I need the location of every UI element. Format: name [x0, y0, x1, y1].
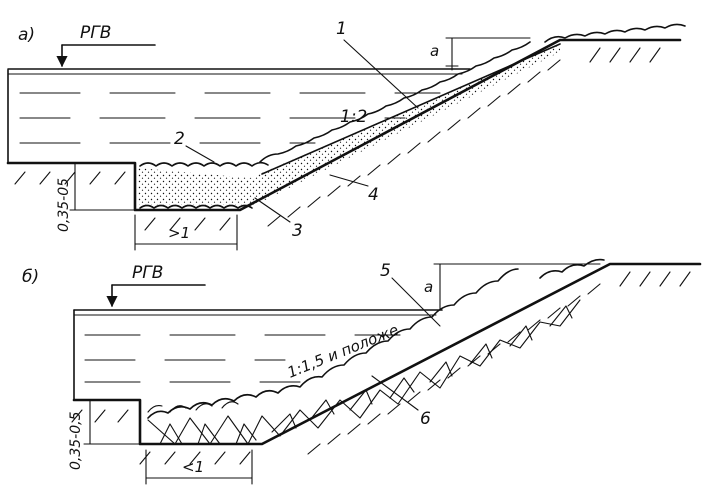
- stone-revetment-a: [139, 23, 686, 209]
- water-body-b: [73, 309, 443, 401]
- callout-leader-6: [371, 375, 419, 411]
- toe-depth-label-b: 0,35-0,5: [68, 411, 84, 470]
- toe-depth-dim-a: 0,35-05: [56, 162, 136, 232]
- crest-stones: [539, 258, 605, 279]
- callout-leader-1: [343, 39, 419, 109]
- diagram-a: а) РГВ a: [6, 19, 686, 251]
- ground-hatching-a: [14, 47, 661, 231]
- water-level-marker-a: РГВ: [56, 23, 156, 68]
- filter-layer-a: [138, 45, 560, 205]
- toe-width-label-b: <1: [182, 458, 204, 476]
- toe-width-label-a: >1: [168, 224, 190, 242]
- ground-b: [71, 262, 702, 465]
- callouts-b: 5 6: [371, 261, 441, 429]
- callout-leader-3: [254, 197, 291, 223]
- water-level-marker-b: РГВ: [106, 263, 206, 308]
- toe-width-dim-b: <1: [145, 449, 253, 485]
- slope-stones-top: [147, 268, 519, 419]
- crushed-stone-zigzag-2: [159, 305, 573, 445]
- crushed-stone-layer-b: [147, 299, 581, 445]
- ground-profile-b: [72, 262, 702, 446]
- callout-leader-4: [329, 174, 369, 187]
- callout-6: 6: [420, 409, 431, 429]
- callout-2: 2: [174, 129, 185, 149]
- slope-label-a: 1:2: [340, 107, 367, 127]
- freeboard-dim-b: a: [424, 263, 601, 311]
- callouts-a: 1 2 3 4: [174, 19, 419, 241]
- callout-4: 4: [368, 185, 379, 205]
- panel-label-a: а): [18, 25, 35, 45]
- toe-width-dim-a: >1: [134, 214, 238, 251]
- callout-1: 1: [336, 19, 347, 39]
- panel-label-b: б): [22, 267, 39, 287]
- freeboard-dim-a: a: [430, 37, 531, 71]
- toe-depth-label-a: 0,35-05: [56, 178, 72, 232]
- callout-leader-5: [391, 277, 441, 327]
- stone-revetment-b: [147, 258, 605, 419]
- toe-depth-dim-b: 0,35-0,5: [68, 399, 141, 470]
- water-level-label-a: РГВ: [80, 23, 111, 43]
- toe-stones-bottom: [139, 204, 253, 209]
- slope-stones-base: [261, 43, 561, 175]
- slope-stones-top: [259, 41, 531, 163]
- freeboard-label-b: a: [424, 278, 433, 296]
- callout-5: 5: [380, 261, 391, 281]
- crushed-stone-zigzag-1: [147, 299, 581, 445]
- slope-label-b: 1:1,5 и положе: [285, 321, 401, 382]
- callout-3: 3: [292, 221, 303, 241]
- freeboard-label-a: a: [430, 42, 439, 60]
- callout-leader-2: [185, 145, 215, 163]
- toe-stones-top: [139, 161, 269, 167]
- diagram-b: б) РГВ a: [22, 258, 702, 485]
- water-body-a: [7, 68, 471, 164]
- toe-stone-outlines: [147, 401, 239, 413]
- crest-stones: [544, 23, 686, 43]
- water-level-label-b: РГВ: [132, 263, 163, 283]
- ground-hatching-b: [71, 271, 691, 465]
